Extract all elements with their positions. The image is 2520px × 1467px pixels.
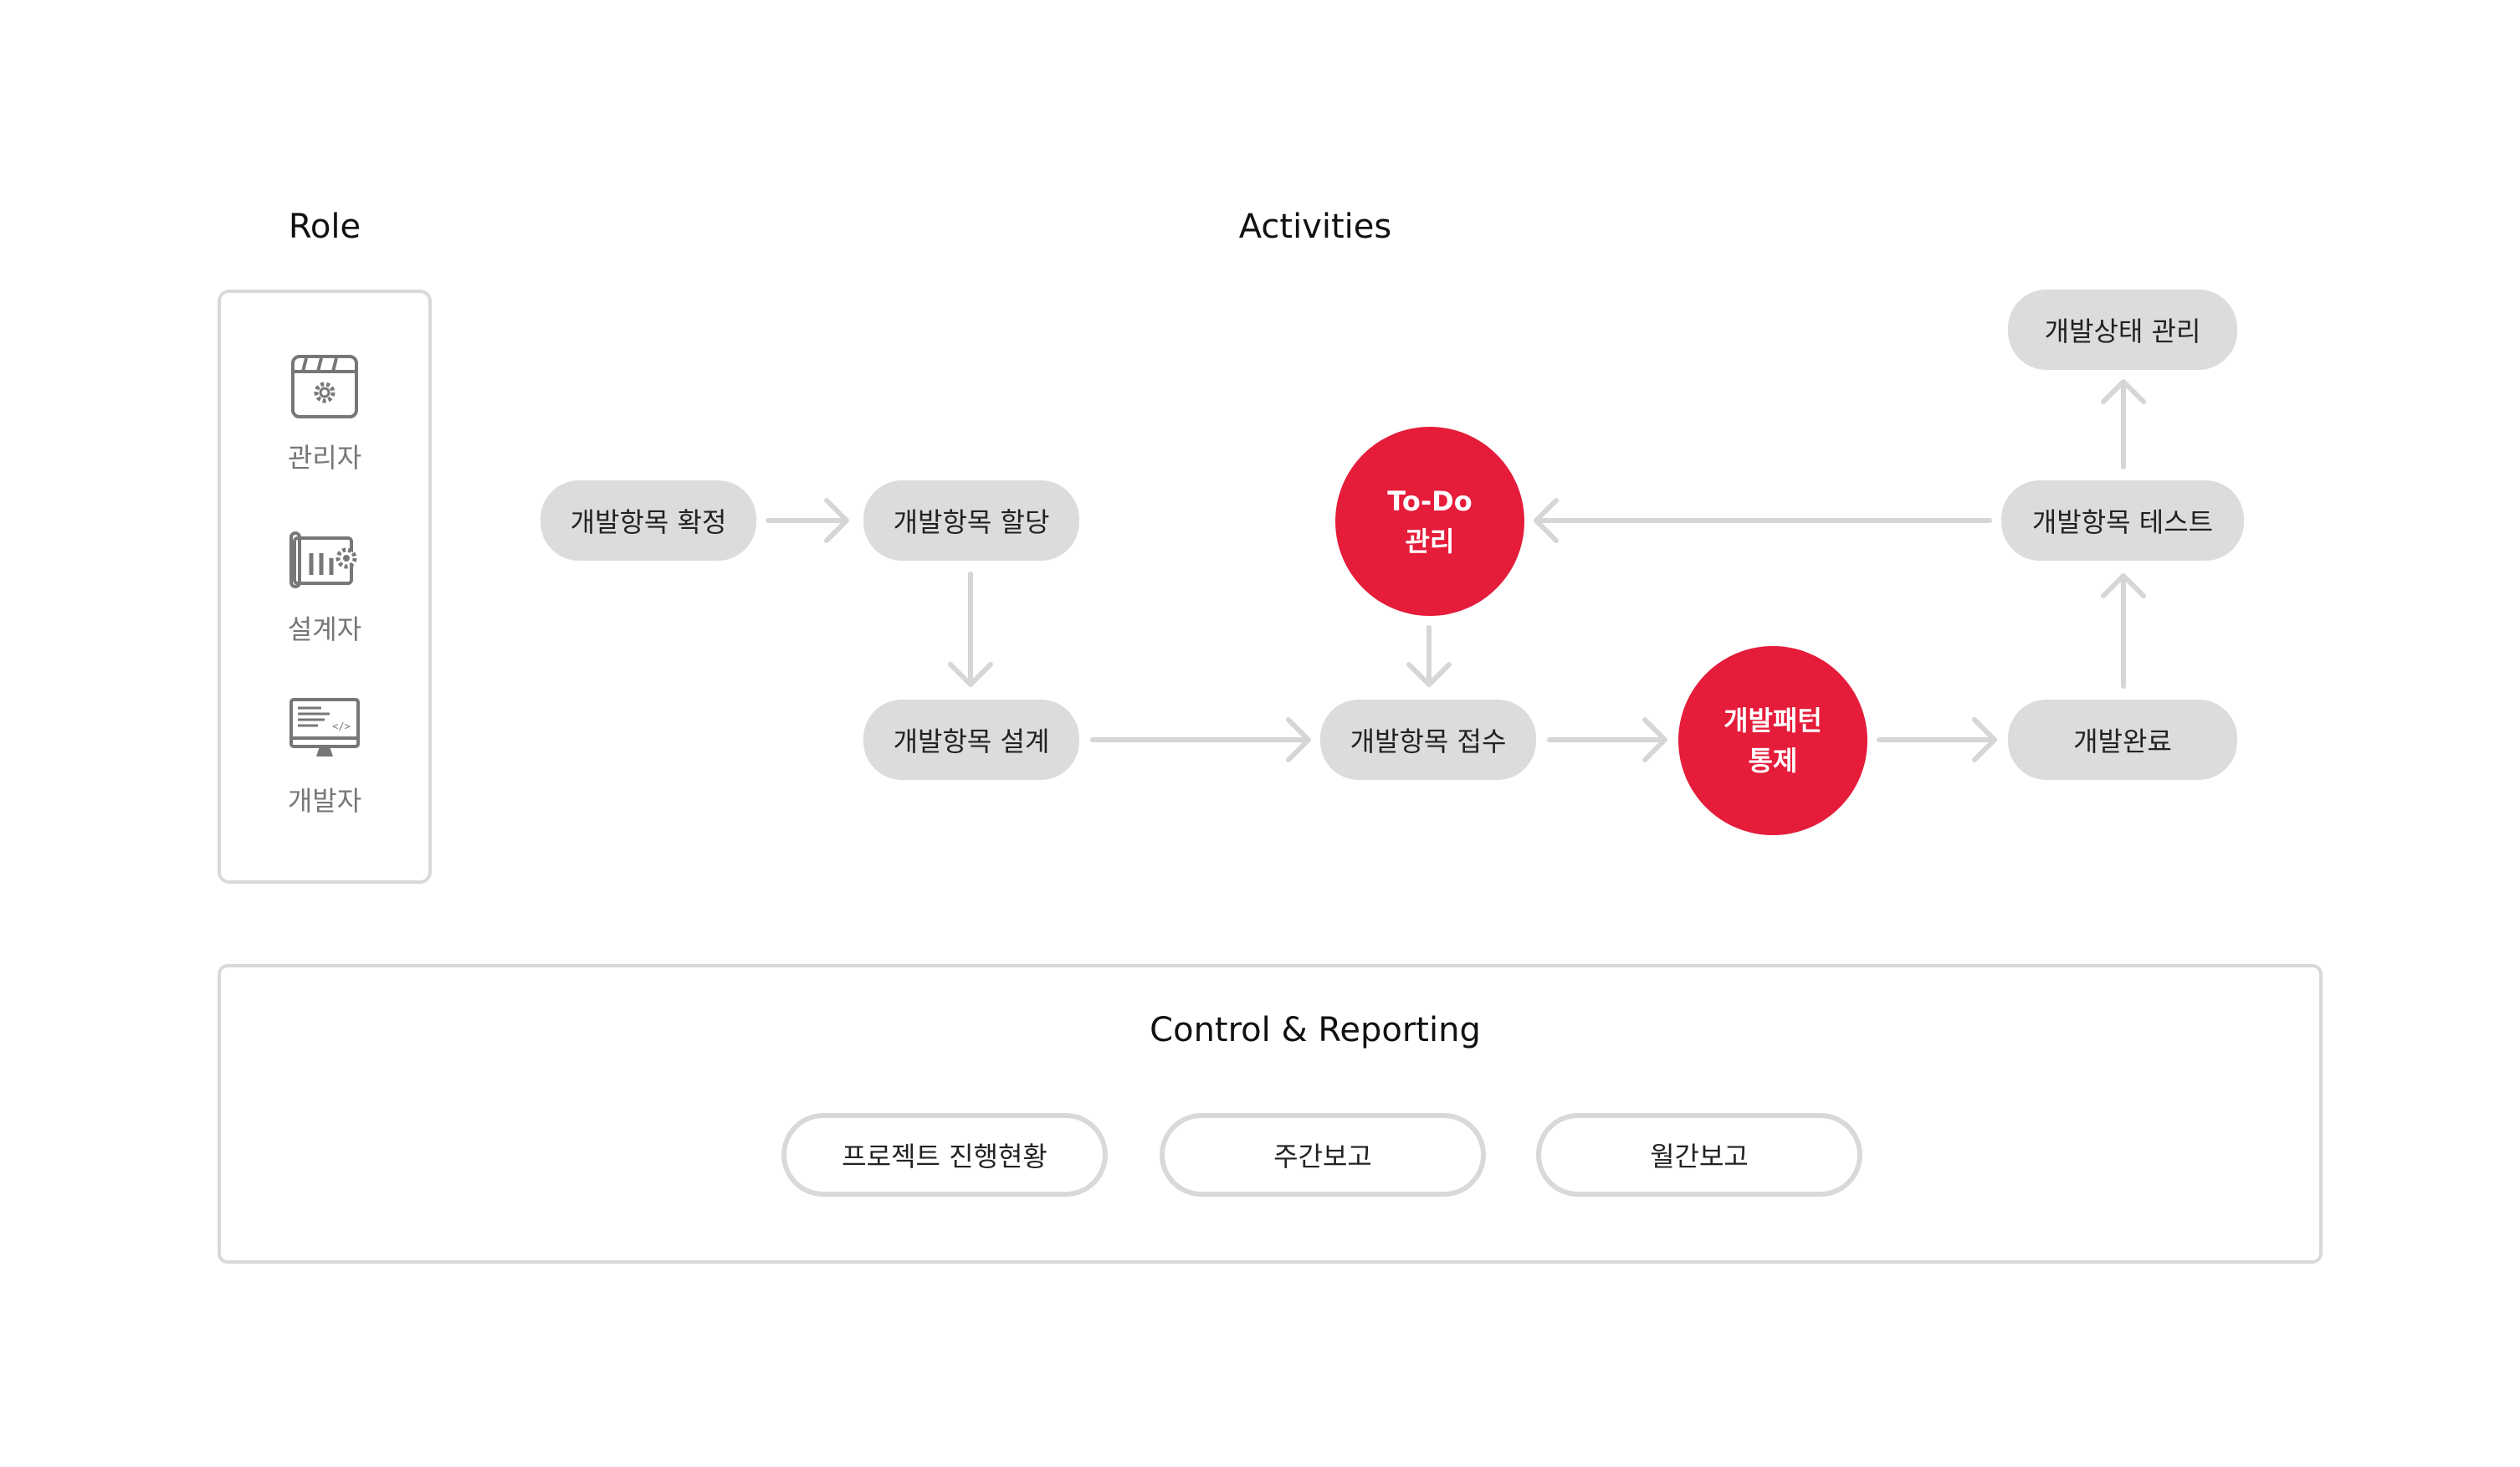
node-complete: 개발완료 xyxy=(2008,700,2237,780)
role-label: 관리자 xyxy=(287,442,362,474)
circle-pattern-line2: 통제 xyxy=(1748,745,1798,777)
role-label: 개발자 xyxy=(287,785,362,817)
report-monthly-button[interactable]: 월간보고 xyxy=(1536,1113,1862,1197)
node-confirm: 개발항목 확정 xyxy=(540,480,756,561)
node-assign: 개발항목 할당 xyxy=(863,480,1079,561)
circle-todo-line2: 관리 xyxy=(1405,526,1455,557)
node-status: 개발상태 관리 xyxy=(2008,290,2237,370)
node-receive: 개발항목 접수 xyxy=(1320,700,1536,780)
circle-todo: To-Do 관리 xyxy=(1335,427,1524,616)
report-project-progress-button[interactable]: 프로젝트 진행현황 xyxy=(781,1113,1108,1197)
role-header: Role xyxy=(288,208,361,246)
circle-pattern: 개발패턴 통제 xyxy=(1678,646,1867,835)
node-design: 개발항목 설계 xyxy=(863,700,1079,780)
monitor-code-icon: </> xyxy=(289,698,360,757)
role-item-developer: </> 개발자 xyxy=(221,695,428,818)
role-label: 설계자 xyxy=(287,613,362,645)
report-weekly-button[interactable]: 주간보고 xyxy=(1160,1113,1486,1197)
circle-todo-line1: To-Do xyxy=(1387,485,1473,517)
role-item-manager: 관리자 xyxy=(221,351,428,475)
calendar-gear-icon xyxy=(291,355,358,418)
blueprint-gear-icon xyxy=(289,531,357,588)
control-header: Control & Reporting xyxy=(1150,1011,1481,1049)
control-reporting-panel xyxy=(218,964,2323,1264)
role-item-designer: 설계자 xyxy=(221,523,428,647)
role-panel: 관리자 설계자 </> 개발자 xyxy=(218,290,432,884)
svg-text:</>: </> xyxy=(332,721,351,732)
node-test: 개발항목 테스트 xyxy=(2001,480,2244,561)
activities-header: Activities xyxy=(1238,208,1392,246)
circle-pattern-line1: 개발패턴 xyxy=(1724,705,1822,736)
